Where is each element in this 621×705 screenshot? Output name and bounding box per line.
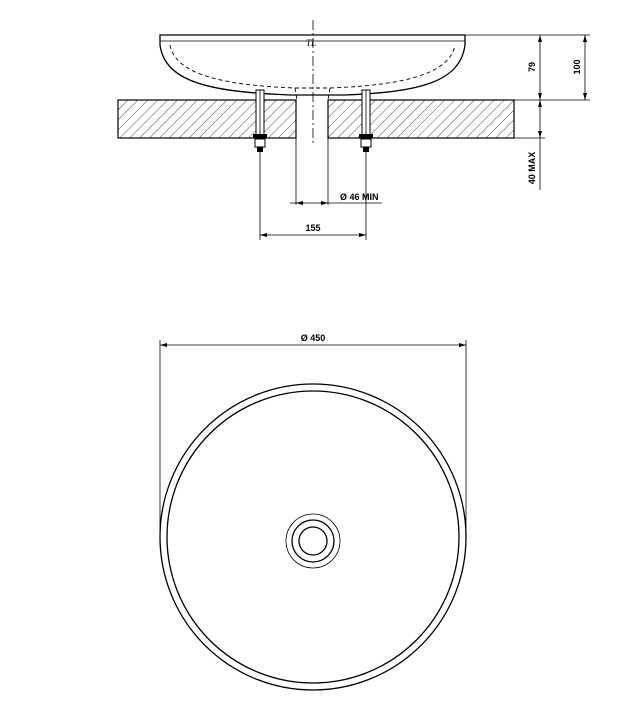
dim-drain-hole: Ø 46 MIN: [290, 192, 382, 205]
basin-inner-profile: [169, 44, 456, 89]
logo-mark: TL: [306, 38, 316, 48]
basin-outer-rim: [159, 383, 467, 691]
basin-inner-rim: [166, 390, 460, 684]
countertop-right: [327, 99, 515, 139]
dim-counter-thickness: 40 MAX: [514, 100, 545, 190]
countertop-left: [117, 99, 297, 139]
dim-fixing-spacing: 155: [259, 152, 367, 240]
dim-total-height: 100: [545, 34, 590, 101]
dim-total-height-label: 100: [572, 59, 582, 74]
drain-ring: [291, 519, 335, 563]
dim-bowl-height: 79: [465, 34, 545, 101]
drain-inner: [298, 526, 328, 556]
dim-diameter-label: Ø 450: [301, 333, 326, 343]
fixing-bolt-left: [253, 89, 267, 152]
basin-profile: [159, 34, 466, 96]
dim-drain-hole-label: Ø 46 MIN: [340, 192, 379, 202]
drain-outer: [285, 513, 341, 569]
side-view: TL 79: [117, 20, 590, 240]
dim-diameter: Ø 450: [159, 333, 467, 540]
fixing-bolt-right: [359, 89, 373, 152]
dim-fixing-spacing-label: 155: [305, 223, 320, 233]
dim-counter-thickness-label: 40 MAX: [527, 152, 537, 185]
dim-bowl-height-label: 79: [527, 62, 537, 72]
top-view: Ø 450: [159, 333, 467, 691]
